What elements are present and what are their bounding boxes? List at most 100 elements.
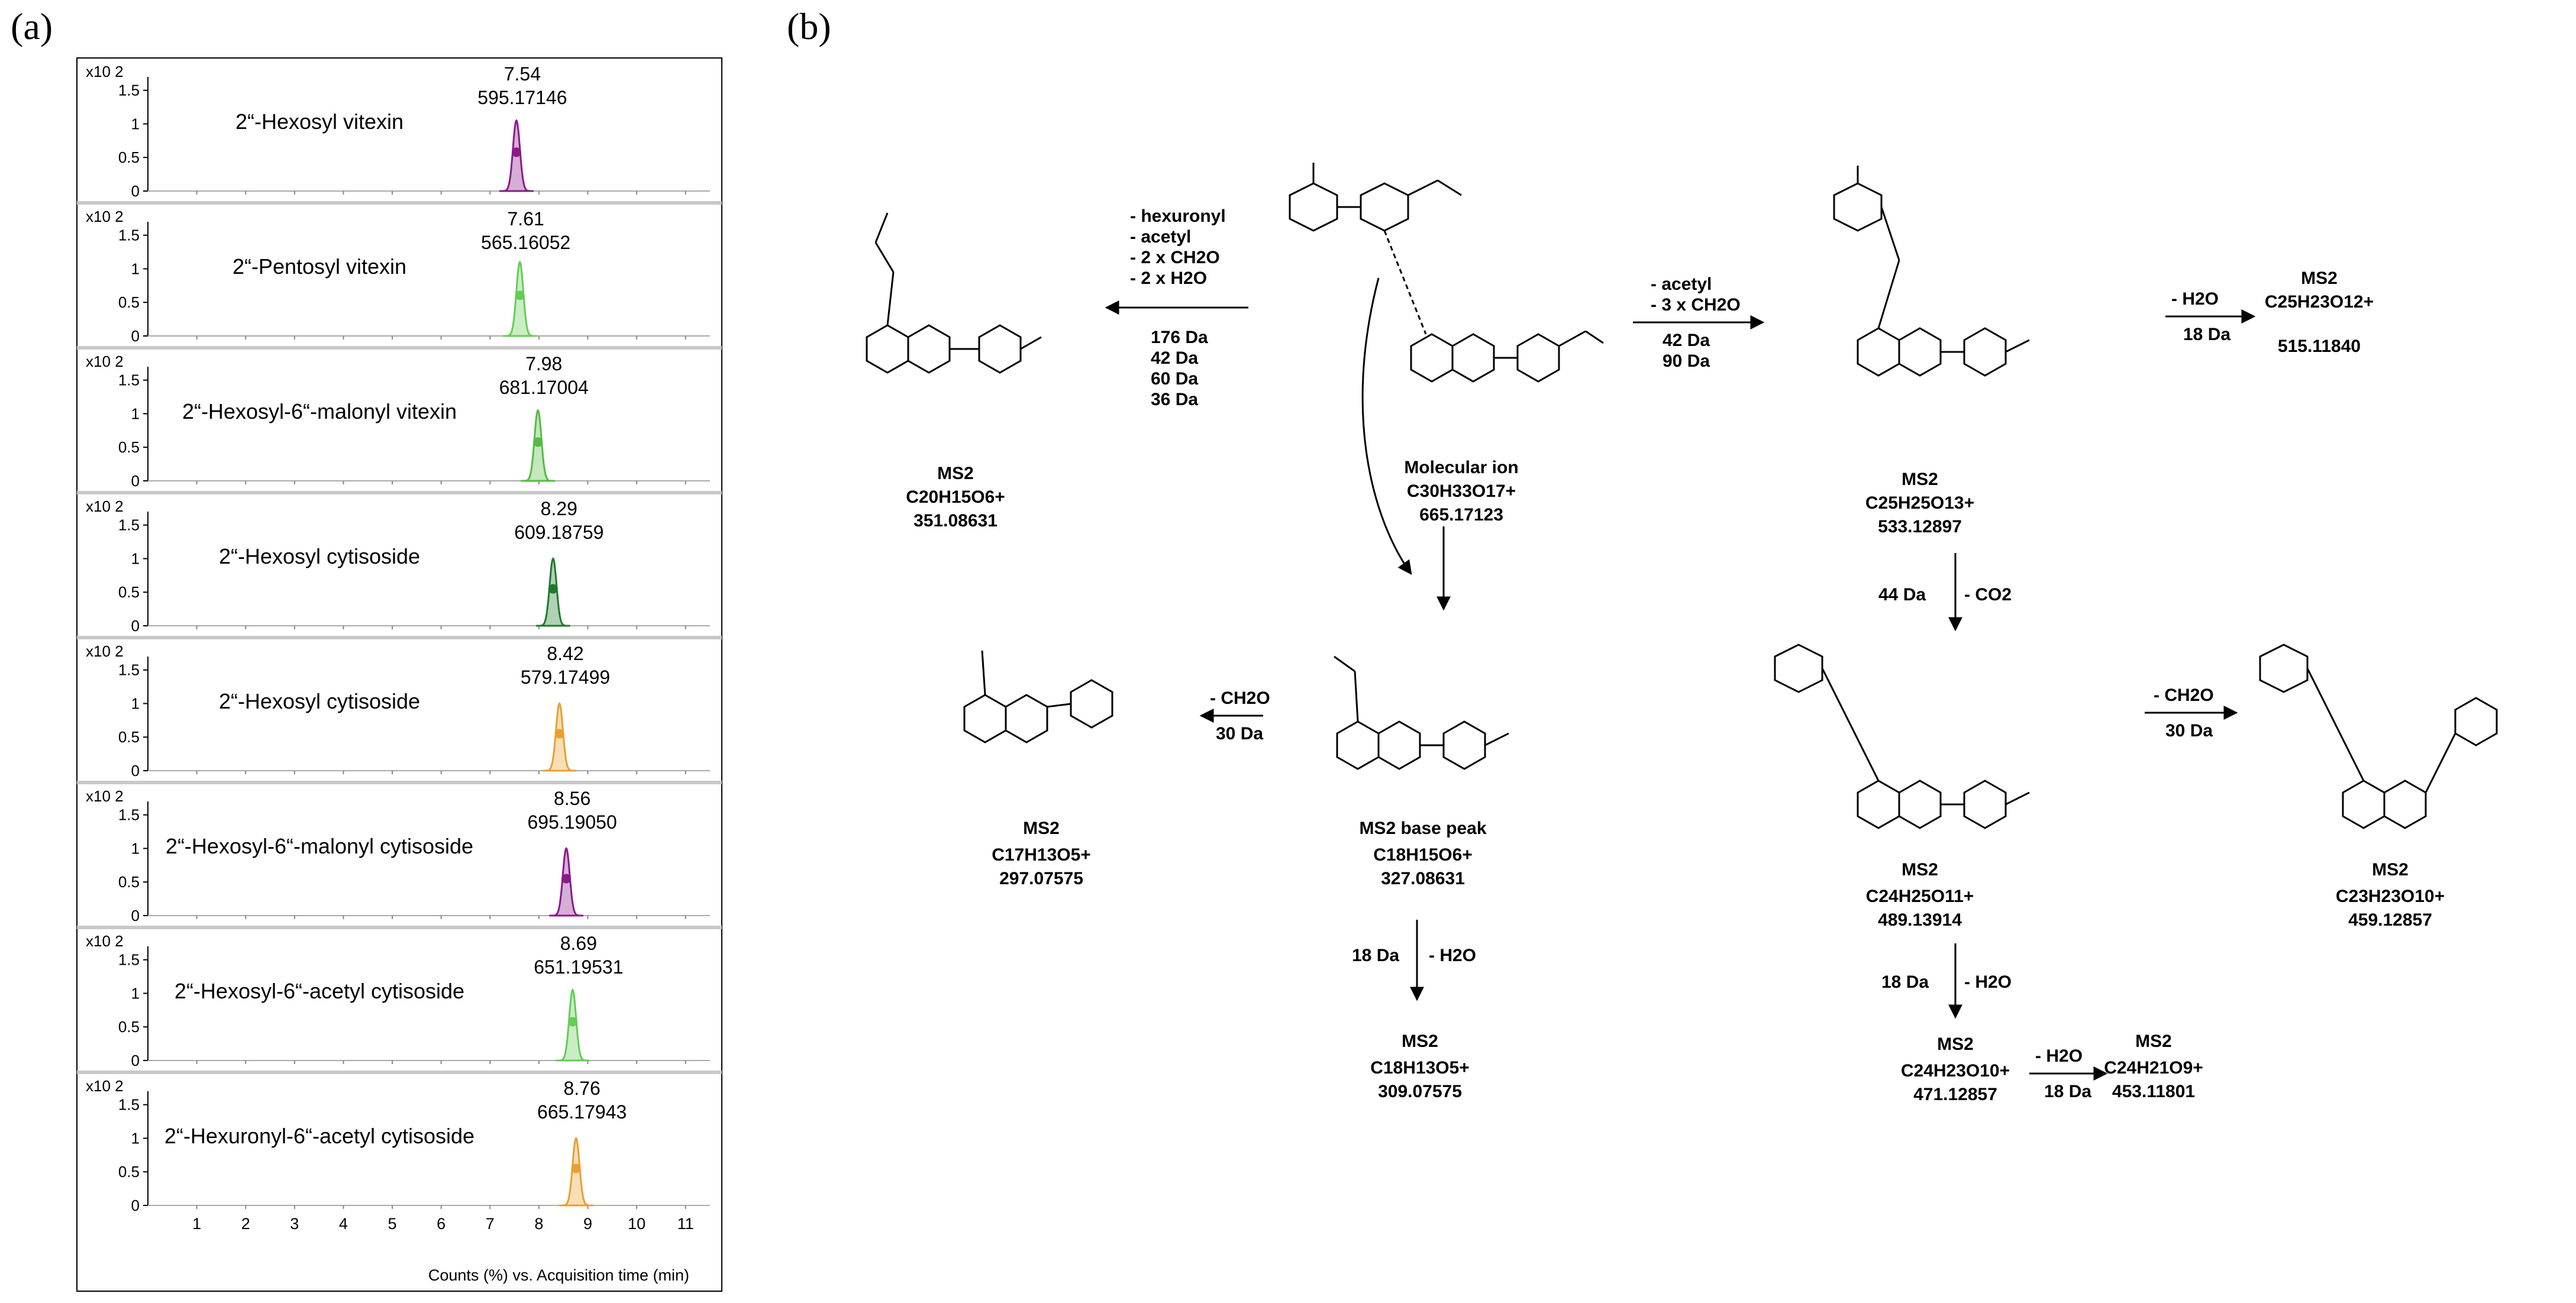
y-tick-label: 0.5 [118, 728, 140, 746]
peak-apex-marker [561, 874, 572, 884]
left-loss-4: - 2 x H2O [1130, 269, 1207, 288]
frag-533-mass: 533.12897 [1878, 517, 1962, 536]
x-tick-label: 8 [534, 1215, 543, 1233]
left-da-4: 36 Da [1151, 390, 1198, 409]
loss-489-471: - H2O [1964, 972, 2012, 992]
loss-489-459-da: 30 Da [2165, 721, 2213, 741]
y-tick-label: 0.5 [118, 873, 140, 891]
y-tick-label: 0 [131, 1052, 140, 1069]
compound-label: 2“-Hexosyl cytisoside [219, 544, 420, 568]
fragment-533-structure [1833, 166, 2030, 377]
y-multiplier: x10 2 [86, 208, 124, 225]
fragment-297-structure [963, 650, 1113, 743]
compound-label: 2“-Hexosyl-6“-acetyl cytisoside [175, 979, 464, 1003]
frag-351-formula: C20H15O6+ [906, 487, 1005, 507]
retention-time-label: 8.69 [560, 933, 597, 954]
frag-471-formula: C24H23O10+ [1901, 1061, 2010, 1081]
peak-apex-marker [533, 437, 543, 447]
frag-459-formula: C23H23O10+ [2336, 887, 2445, 906]
peak-apex-marker [515, 290, 525, 300]
loss-533-515: - H2O [2171, 289, 2219, 309]
right-da-2: 90 Da [1663, 351, 1710, 371]
left-da-2: 42 Da [1151, 348, 1198, 368]
frag-309-formula: C18H13O5+ [1370, 1058, 1470, 1078]
y-multiplier: x10 2 [86, 932, 124, 950]
retention-time-label: 7.54 [504, 63, 541, 85]
compound-label: 2“-Pentosyl vitexin [233, 254, 406, 279]
trace-panel: x10 200.511.52“-Pentosyl vitexin7.61565.… [77, 201, 722, 347]
mol-ion-mass: 665.17123 [1419, 505, 1503, 525]
mz-label: 651.19531 [534, 956, 623, 978]
peak-apex-marker [567, 1017, 577, 1027]
frag-515-title: MS2 [2301, 269, 2338, 288]
compound-label: 2“-Hexosyl-6“-malonyl cytisoside [166, 834, 473, 858]
frag-459-mass: 459.12857 [2348, 910, 2432, 930]
trace-panel: x10 200.511.52“-Hexosyl-6“-acetyl cytiso… [77, 926, 722, 1071]
x-tick-label: 7 [486, 1215, 495, 1233]
trace-panel: x10 200.511.52“-Hexosyl cytisoside8.2960… [77, 491, 722, 636]
compound-label: 2“-Hexosyl vitexin [235, 109, 403, 134]
frag-453-formula: C24H21O9+ [2104, 1058, 2203, 1078]
y-tick-label: 1.5 [118, 951, 140, 969]
trace-panel-bg [78, 494, 721, 636]
fragment-459-structure [2259, 644, 2498, 829]
peak-apex-marker [511, 147, 521, 157]
molecular-ion-structure [1289, 163, 1604, 383]
y-tick-label: 0 [131, 1197, 140, 1214]
frag-471-title: MS2 [1937, 1034, 1974, 1054]
co2-loss: - CO2 [1964, 585, 2012, 604]
y-tick-label: 1 [131, 405, 140, 422]
y-tick-label: 0 [131, 327, 140, 345]
frag-297-formula: C17H13O5+ [992, 845, 1091, 865]
trace-panel-bg [78, 784, 721, 926]
frag-351-mass: 351.08631 [913, 511, 998, 531]
base-peak-structure [1334, 655, 1509, 770]
frag-489-formula: C24H25O11+ [1866, 887, 1974, 906]
mz-label: 579.17499 [521, 667, 610, 688]
trace-panel-bg [78, 639, 721, 781]
compound-label: 2“-Hexuronyl-6“-acetyl cytisoside [164, 1124, 474, 1148]
loss-489-471-da: 18 Da [1881, 972, 1929, 992]
y-tick-label: 1 [131, 549, 140, 567]
y-tick-label: 0 [131, 182, 140, 200]
peak-apex-marker [548, 584, 558, 594]
loss-471-453: - H2O [2035, 1046, 2083, 1066]
trace-panel-bg [78, 929, 721, 1071]
trace-panel: x10 200.511.52“-Hexosyl-6“-malonyl vitex… [77, 346, 722, 492]
base-peak-mass: 327.08631 [1381, 869, 1465, 888]
right-da-1: 42 Da [1663, 331, 1710, 350]
retention-time-label: 8.76 [564, 1078, 601, 1099]
retention-time-label: 8.42 [547, 643, 583, 664]
y-tick-label: 0.5 [118, 583, 140, 601]
frag-489-title: MS2 [1902, 860, 1938, 880]
frag-453-mass: 453.11801 [2112, 1082, 2195, 1101]
y-tick-label: 0.5 [118, 293, 140, 311]
y-tick-label: 1.5 [118, 516, 140, 534]
peak-apex-marker [554, 729, 564, 739]
y-multiplier: x10 2 [86, 1077, 124, 1095]
frag-533-title: MS2 [1902, 470, 1938, 489]
compound-label: 2“-Hexosyl-6“-malonyl vitexin [182, 399, 457, 423]
frag-533-formula: C25H25O13+ [1865, 493, 1974, 513]
y-tick-label: 1.5 [118, 82, 140, 99]
frag-515-formula: C25H23O12+ [2265, 292, 2374, 312]
right-loss-1: - acetyl [1651, 274, 1712, 294]
loss-327-309-da: 18 Da [1352, 946, 1399, 965]
y-tick-label: 1 [131, 1129, 140, 1147]
mz-label: 695.19050 [527, 811, 616, 833]
x-tick-label: 1 [192, 1215, 201, 1233]
y-multiplier: x10 2 [86, 787, 124, 805]
y-tick-label: 1 [131, 694, 140, 712]
y-tick-label: 1 [131, 839, 140, 857]
panel-a-label: (a) [11, 5, 53, 47]
frag-515-mass: 515.11840 [2278, 337, 2361, 356]
frag-297-title: MS2 [1023, 819, 1060, 838]
y-multiplier: x10 2 [86, 642, 124, 660]
y-tick-label: 0 [131, 472, 140, 490]
retention-time-label: 7.61 [508, 208, 544, 229]
y-tick-label: 1 [131, 260, 140, 277]
mz-label: 595.17146 [477, 87, 567, 108]
y-multiplier: x10 2 [86, 353, 124, 370]
loss-327-309: - H2O [1429, 946, 1476, 965]
